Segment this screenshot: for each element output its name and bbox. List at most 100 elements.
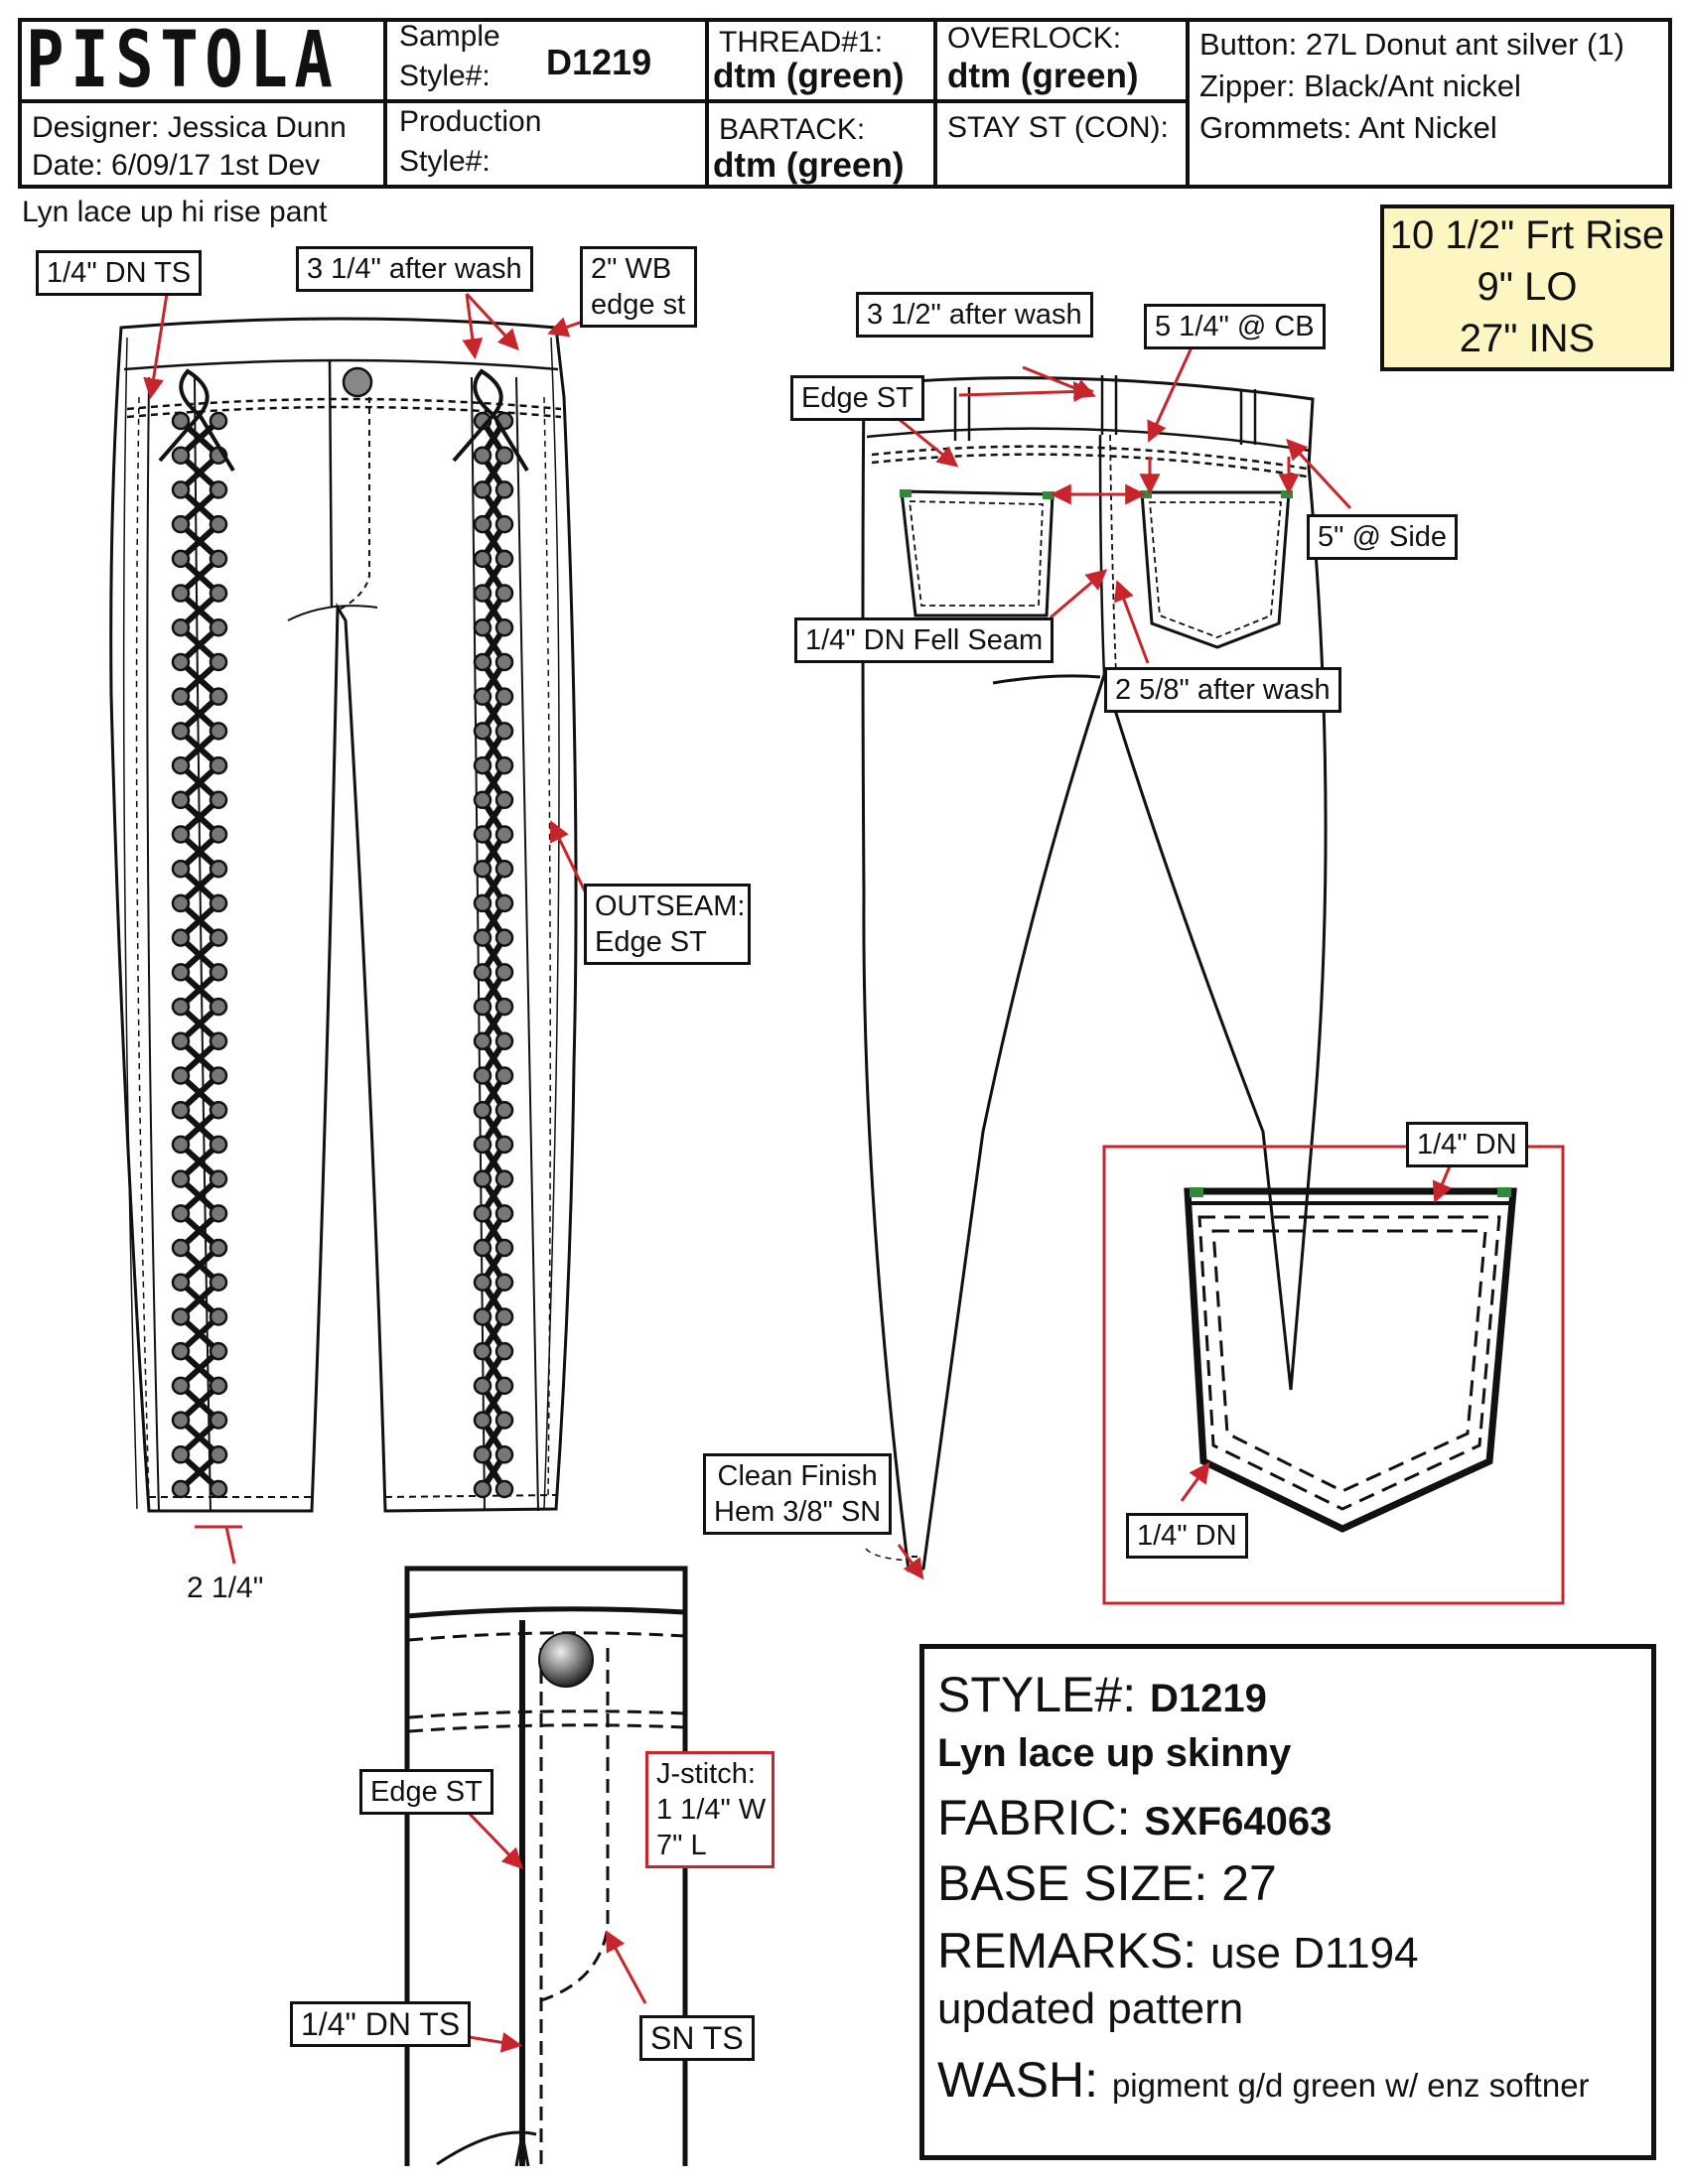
lace-bow — [158, 368, 235, 473]
grommet-icon — [494, 1100, 514, 1120]
spec-remarks-label: REMARKS: — [937, 1923, 1211, 1979]
overlock-value: dtm (green) — [947, 57, 1139, 95]
callout-yoke-after-wash: 2 5/8" after wash — [1104, 667, 1341, 713]
grommet-icon — [473, 1273, 492, 1292]
grommet-icon — [494, 997, 514, 1017]
spec-base-size: BASE SIZE: 27 — [937, 1855, 1277, 1911]
grommet-icon — [494, 1169, 514, 1188]
grommet-icon — [209, 411, 228, 431]
bartack-label: BARTACK: — [719, 113, 866, 146]
grommet-icon — [494, 790, 514, 810]
grommet-icon — [171, 549, 191, 569]
grommet-icon — [209, 790, 228, 810]
grommet-icon — [209, 1307, 228, 1326]
sample-style-value: D1219 — [546, 42, 652, 82]
grommet-icon — [209, 549, 228, 569]
grommet-icon — [209, 1376, 228, 1396]
callout-jstitch: J-stitch: 1 1/4" W 7" L — [645, 1751, 774, 1868]
waist-button-icon — [342, 366, 373, 398]
lace-bow — [452, 368, 529, 473]
grommet-icon — [209, 893, 228, 913]
grommet-icon — [473, 1341, 492, 1361]
grommet-icon — [209, 1031, 228, 1051]
grommet-icon — [209, 1411, 228, 1430]
grommet-icon — [494, 549, 514, 569]
grommet-icon — [209, 1100, 228, 1120]
grommet-icon — [171, 963, 191, 982]
grommet-icon — [494, 928, 514, 947]
grommet-icon — [171, 411, 191, 431]
callout-jstitch-line3: 7" L — [656, 1830, 707, 1861]
pocket-detail — [1184, 1187, 1517, 1533]
callout-back-side: 5" @ Side — [1307, 514, 1459, 560]
grommet-icon — [473, 549, 492, 569]
spec-style-value: D1219 — [1150, 1677, 1267, 1720]
grommet-icon — [209, 1273, 228, 1292]
spec-wash: WASH: pigment g/d green w/ enz softner — [937, 2049, 1590, 2111]
grommet-icon — [494, 1135, 514, 1155]
trim-button: Button: 27L Donut ant silver (1) — [1199, 27, 1624, 62]
grommet-icon — [494, 1376, 514, 1396]
back-pocket-right — [1140, 490, 1291, 649]
fly-button-icon — [538, 1632, 594, 1688]
grommet-icon — [171, 1238, 191, 1258]
grommet-icon — [473, 1445, 492, 1464]
grommet-icon — [494, 687, 514, 706]
grommet-icon — [171, 687, 191, 706]
grommet-icon — [473, 1238, 492, 1258]
trim-zipper: Zipper: Black/Ant nickel — [1199, 68, 1521, 103]
grommet-icon — [171, 755, 191, 775]
callout-jstitch-line1: J-stitch: — [656, 1758, 756, 1790]
grommet-icon — [494, 584, 514, 603]
grommet-icon — [171, 893, 191, 913]
grommet-icon — [494, 1341, 514, 1361]
sample-label-1: Sample — [399, 20, 500, 53]
callout-pocket-bottom: 1/4" DN — [1126, 1513, 1248, 1559]
callout-hem: Clean Finish Hem 3/8" SN — [703, 1453, 893, 1535]
grommet-icon — [171, 1307, 191, 1326]
front-lace-left — [158, 368, 235, 1499]
grommet-icon — [171, 1411, 191, 1430]
grommet-icon — [494, 480, 514, 499]
spec-style-label: STYLE#: — [937, 1667, 1150, 1722]
grommet-icon — [494, 963, 514, 982]
spec-summary-box — [919, 1644, 1656, 2160]
callout-wb-edge-st: 2" WB edge st — [580, 246, 697, 328]
spec-style-name: Lyn lace up skinny — [937, 1731, 1292, 1775]
callout-back-after-wash: 3 1/2" after wash — [856, 292, 1093, 338]
grommet-icon — [171, 514, 191, 534]
spec-fabric: FABRIC: SXF64063 — [937, 1787, 1332, 1848]
grommet-icon — [494, 1066, 514, 1085]
production-label-2: Style#: — [399, 145, 491, 178]
grommet-icon — [209, 997, 228, 1017]
grommet-icon — [209, 825, 228, 844]
grommet-icon — [209, 618, 228, 637]
grommet-icon — [209, 859, 228, 879]
bartack-value: dtm (green) — [713, 146, 905, 185]
callout-fly-edge-st: Edge ST — [359, 1769, 493, 1815]
grommet-icon — [209, 1238, 228, 1258]
grommet-icon — [171, 928, 191, 947]
grommet-icon — [473, 1307, 492, 1326]
callout-outseam-line1: OUTSEAM: — [595, 890, 746, 922]
grommet-icon — [171, 1341, 191, 1361]
stay-stitch-label: STAY ST (CON): — [947, 111, 1169, 144]
grommet-icon — [209, 480, 228, 499]
callout-pocket-top: 1/4" DN — [1406, 1122, 1528, 1167]
grommet-icon — [473, 722, 492, 741]
grommet-icon — [473, 893, 492, 913]
grommet-icon — [171, 1066, 191, 1085]
grommet-icon — [171, 1445, 191, 1464]
grommet-icon — [473, 652, 492, 672]
grommet-icon — [171, 652, 191, 672]
grommet-icon — [473, 618, 492, 637]
grommet-icon — [473, 480, 492, 499]
grommet-icon — [171, 790, 191, 810]
grommet-icon — [209, 722, 228, 741]
callout-hem-line1: Clean Finish — [717, 1460, 878, 1492]
back-pant-flat — [861, 375, 1328, 1572]
sample-label-2: Style#: — [399, 60, 491, 92]
grommet-icon — [171, 1479, 191, 1499]
grommet-icon — [494, 618, 514, 637]
spec-remarks-value: use D1194 — [1210, 1929, 1419, 1978]
